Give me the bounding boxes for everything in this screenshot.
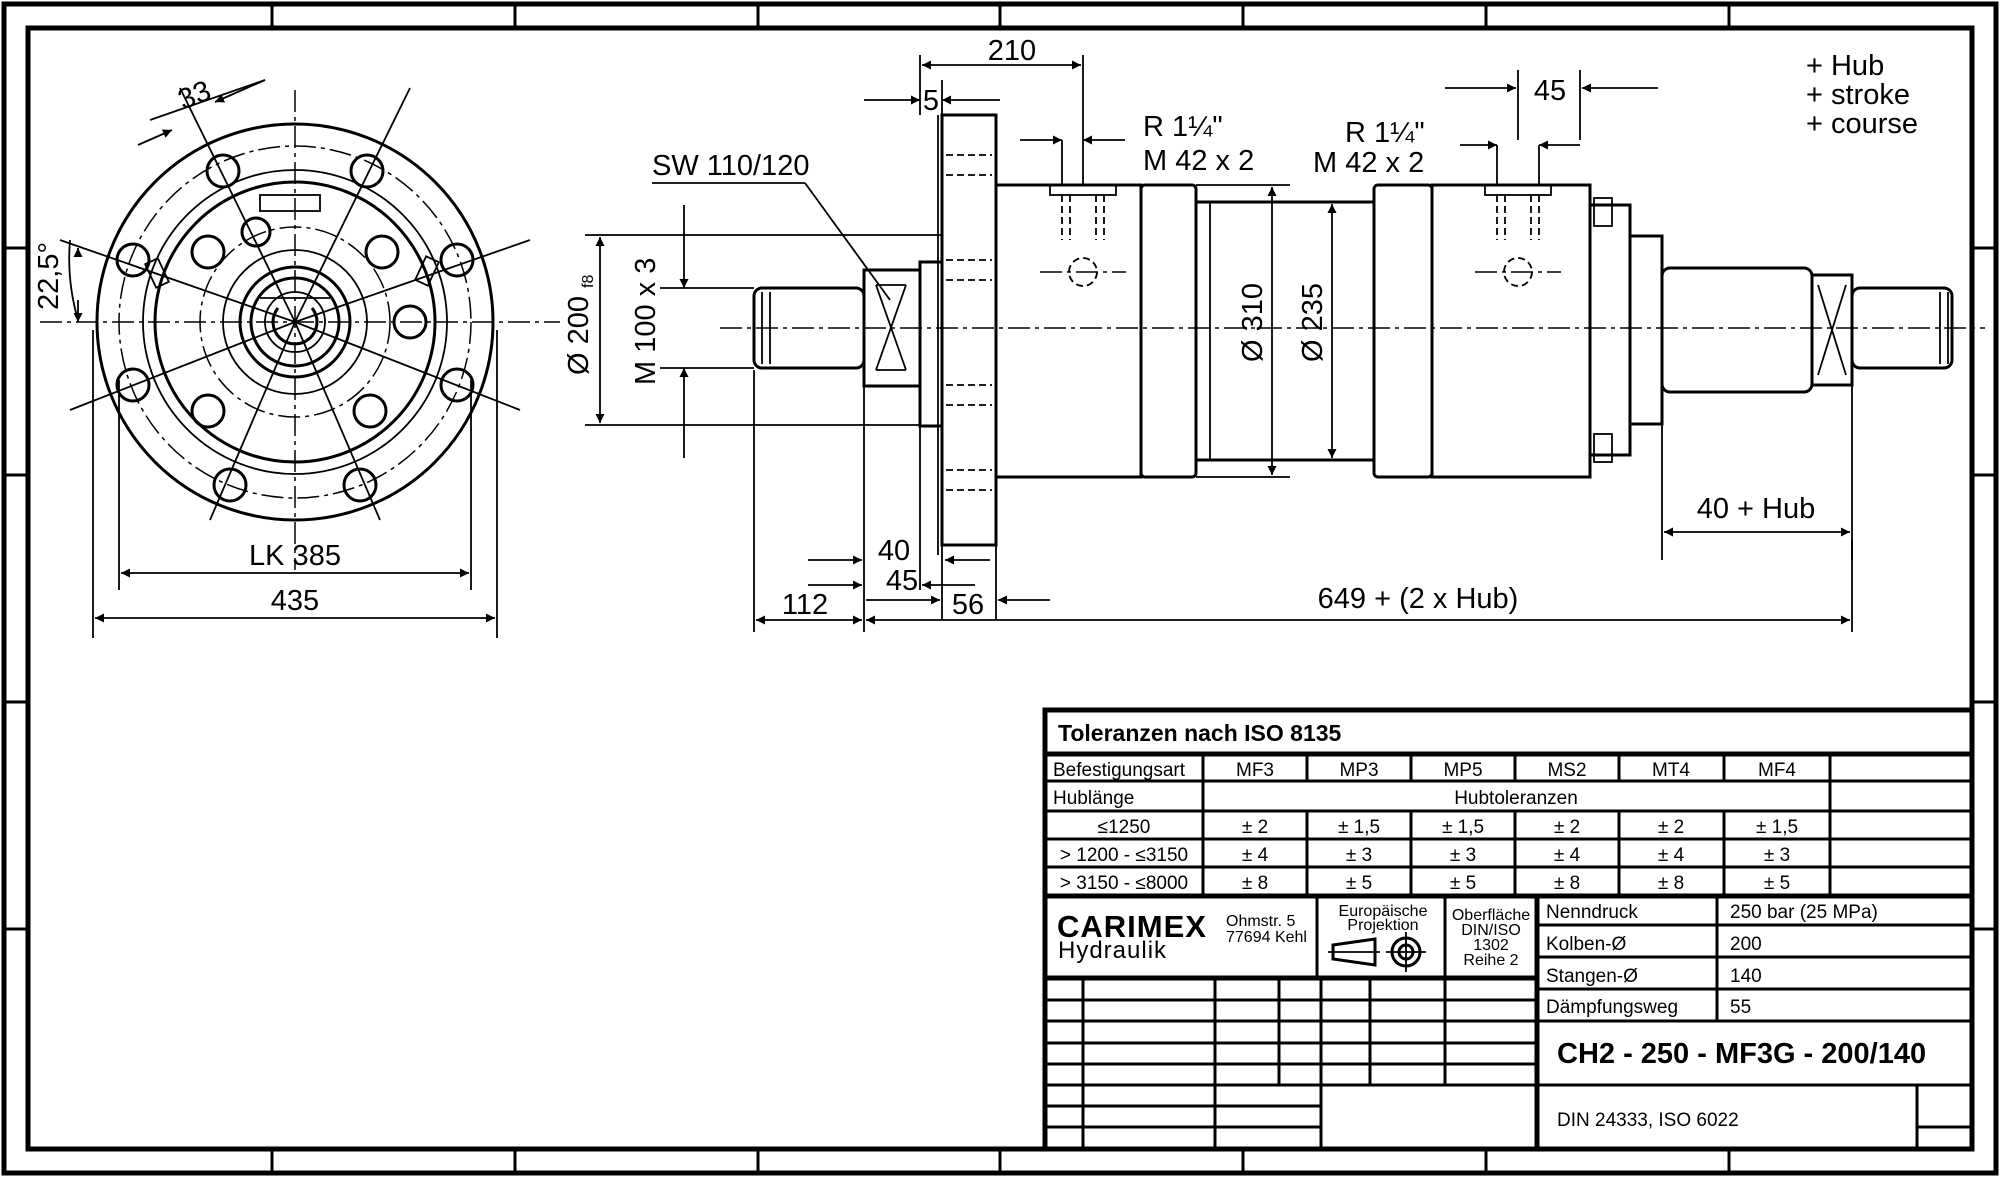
projection-label-1: Europäische xyxy=(1339,903,1428,920)
mount-type-ms2: MS2 xyxy=(1547,760,1586,781)
table-cell: ± 8 xyxy=(1554,873,1580,894)
port-2-thread-label: R 1¼" xyxy=(1345,117,1425,149)
dim-45-top-label: 45 xyxy=(1534,75,1566,107)
mount-type-mp5: MP5 xyxy=(1443,760,1482,781)
table-cell: ± 4 xyxy=(1242,845,1269,866)
table-cell: ± 1,5 xyxy=(1756,817,1798,838)
table-cell: ± 4 xyxy=(1658,845,1685,866)
spec-value-cushion: 55 xyxy=(1730,997,1751,1018)
dim-40-hub-label: 40 + Hub xyxy=(1697,493,1816,525)
table-cell: ± 5 xyxy=(1764,873,1790,894)
table-cell: ± 5 xyxy=(1450,873,1476,894)
table-cell: ± 2 xyxy=(1658,817,1684,838)
mount-type-mf4: MF4 xyxy=(1758,760,1796,781)
table-cell: ± 8 xyxy=(1658,873,1684,894)
stroke-note-de: + Hub xyxy=(1806,50,1884,82)
spec-label-cushion: Dämpfungsweg xyxy=(1546,997,1678,1018)
table-cell: ± 3 xyxy=(1450,845,1476,866)
stroke-length-header: Hublänge xyxy=(1053,788,1134,809)
stroke-note-fr: + course xyxy=(1806,108,1918,140)
side-view: 210 5 SW 110/120 R 1¼" M 42 x 2 R 1¼" M … xyxy=(563,35,1985,632)
pitch-circle-label: LK 385 xyxy=(249,540,341,572)
table-cell: ± 1,5 xyxy=(1338,817,1380,838)
spec-label-piston: Kolben-Ø xyxy=(1546,934,1626,955)
projection-label-2: Projektion xyxy=(1347,917,1418,934)
dia-200-label: Ø 200 xyxy=(563,296,595,375)
flange-diameter-label: 435 xyxy=(271,585,319,617)
stroke-note-en: + stroke xyxy=(1806,79,1910,111)
dim-56-label: 56 xyxy=(952,589,984,621)
surface-label-4: Reihe 2 xyxy=(1463,952,1518,969)
mount-type-header: Befestigungsart xyxy=(1053,760,1186,781)
dim-45-label: 45 xyxy=(886,565,918,597)
mount-type-mp3: MP3 xyxy=(1339,760,1378,781)
company-logo: CARIMEX xyxy=(1057,909,1207,944)
stroke-tolerance-header: Hubtoleranzen xyxy=(1454,788,1578,809)
company-street: Ohmstr. 5 xyxy=(1226,913,1295,930)
surface-label-3: 1302 xyxy=(1473,937,1509,954)
table-cell: ± 1,5 xyxy=(1442,817,1484,838)
table-cell: ± 8 xyxy=(1242,873,1268,894)
thread-m100-label: M 100 x 3 xyxy=(630,258,662,385)
angle-label: 22,5° xyxy=(33,242,65,310)
table-cell: ± 5 xyxy=(1346,873,1372,894)
spec-label-rod: Stangen-Ø xyxy=(1546,966,1638,987)
dim-overall-label: 649 + (2 x Hub) xyxy=(1318,583,1519,615)
company-division: Hydraulik xyxy=(1058,937,1167,964)
company-city: 77694 Kehl xyxy=(1226,929,1307,946)
mount-type-mt4: MT4 xyxy=(1652,760,1690,781)
model-number: CH2 - 250 - MF3G - 200/140 xyxy=(1557,1038,1926,1070)
range-row-2: > 1200 - ≤3150 xyxy=(1060,845,1188,866)
standards-label: DIN 24333, ISO 6022 xyxy=(1557,1110,1739,1131)
spec-value-piston: 200 xyxy=(1730,934,1762,955)
title-block: CARIMEX Hydraulik Ohmstr. 5 77694 Kehl E… xyxy=(1042,893,1975,1152)
dim-210-label: 210 xyxy=(988,35,1036,67)
tolerance-table: Toleranzen nach ISO 8135 Befestigungsart… xyxy=(1042,707,1975,899)
table-cell: ± 2 xyxy=(1554,817,1580,838)
wrench-size-label: SW 110/120 xyxy=(652,150,809,182)
table-cell: ± 3 xyxy=(1346,845,1372,866)
spec-value-pressure: 250 bar (25 MPa) xyxy=(1730,902,1878,923)
spec-value-rod: 140 xyxy=(1730,966,1762,987)
surface-label-1: Oberfläche xyxy=(1452,907,1530,924)
dia-310-label: Ø 310 xyxy=(1237,283,1269,362)
surface-label-2: DIN/ISO xyxy=(1461,922,1521,939)
dim-112-label: 112 xyxy=(782,589,828,621)
range-row-1: ≤1250 xyxy=(1098,817,1151,838)
dim-5-label: 5 xyxy=(923,85,939,117)
port-2-metric-label: M 42 x 2 xyxy=(1313,147,1424,179)
tolerance-table-title: Toleranzen nach ISO 8135 xyxy=(1058,720,1342,746)
range-row-3: > 3150 - ≤8000 xyxy=(1060,873,1188,894)
table-cell: ± 3 xyxy=(1764,845,1790,866)
port-1-metric-label: M 42 x 2 xyxy=(1143,145,1254,177)
dim-40-label: 40 xyxy=(878,535,910,567)
table-cell: ± 4 xyxy=(1554,845,1581,866)
dia-200-tolerance-label: f8 xyxy=(580,275,597,288)
table-cell: ± 2 xyxy=(1242,817,1268,838)
spec-label-pressure: Nenndruck xyxy=(1546,902,1638,923)
port-1-thread-label: R 1¼" xyxy=(1143,111,1223,143)
mount-type-mf3: MF3 xyxy=(1236,760,1274,781)
front-view: 33 22,5° LK 385 435 xyxy=(33,75,560,638)
dia-235-label: Ø 235 xyxy=(1297,283,1329,362)
projection-symbol-icon xyxy=(1328,932,1426,972)
